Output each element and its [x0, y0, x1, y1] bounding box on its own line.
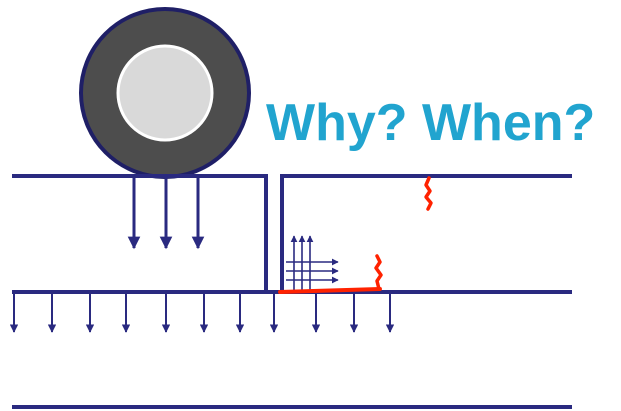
- support-pressure-arrows: [9, 294, 395, 333]
- caption-text: Why? When?: [266, 94, 596, 152]
- overlay-left-slab: [12, 174, 268, 292]
- debond-crack-line: [278, 287, 382, 294]
- wheel-hub: [116, 44, 214, 142]
- overlay-right-slab: [280, 174, 572, 292]
- crack-icon: [278, 176, 433, 294]
- reflective-crack-lower: [374, 254, 383, 291]
- stress-arrow-icon: [286, 235, 339, 290]
- wheel-icon: [79, 7, 251, 179]
- surface-crack-upper: [424, 176, 433, 211]
- wheel-load-arrows: [127, 178, 205, 250]
